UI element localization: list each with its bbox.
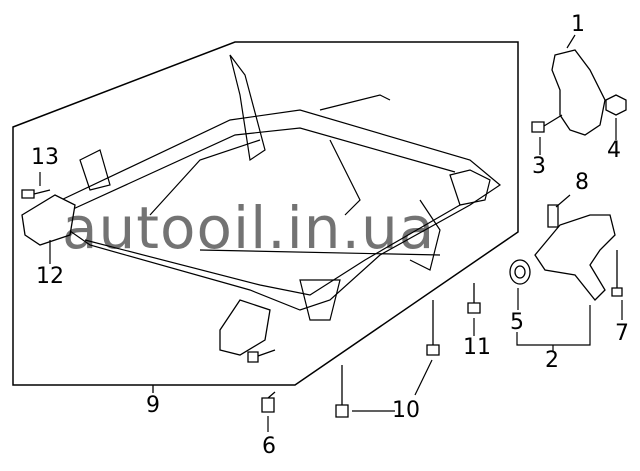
callout-6: 6 (262, 434, 276, 459)
callout-3: 3 (532, 154, 546, 179)
bolt-lower-bracket (247, 349, 276, 363)
bolt-11 (467, 283, 481, 314)
callout-4: 4 (607, 138, 621, 163)
callout-8: 8 (575, 170, 589, 195)
bolt-6 (261, 391, 276, 413)
callout-11: 11 (463, 335, 491, 360)
nut-4 (605, 94, 627, 116)
callout-1: 1 (571, 12, 585, 37)
callout-10: 10 (392, 398, 420, 423)
callout-9: 9 (146, 393, 160, 418)
bolt-13 (21, 189, 51, 199)
knuckle-1 (551, 49, 606, 136)
bolt-10b (335, 365, 349, 418)
leader-lines (39, 34, 623, 432)
bolt-7 (611, 250, 623, 297)
callout-12: 12 (36, 264, 64, 289)
callout-5: 5 (510, 310, 524, 335)
bracket-lower (219, 299, 271, 356)
bolt-8 (547, 204, 559, 228)
bracket-12 (21, 194, 76, 246)
bolt-3 (531, 114, 563, 133)
callout-2: 2 (545, 348, 559, 373)
subframe-group-outline (12, 41, 519, 386)
control-arm-2 (534, 214, 616, 301)
callout-7: 7 (615, 321, 629, 346)
watermark: autooil.in.ua (62, 194, 436, 262)
bolt-10a (426, 300, 440, 356)
bushing-5 (509, 259, 531, 285)
callout-13: 13 (31, 145, 59, 170)
subframe-part (38, 54, 502, 321)
